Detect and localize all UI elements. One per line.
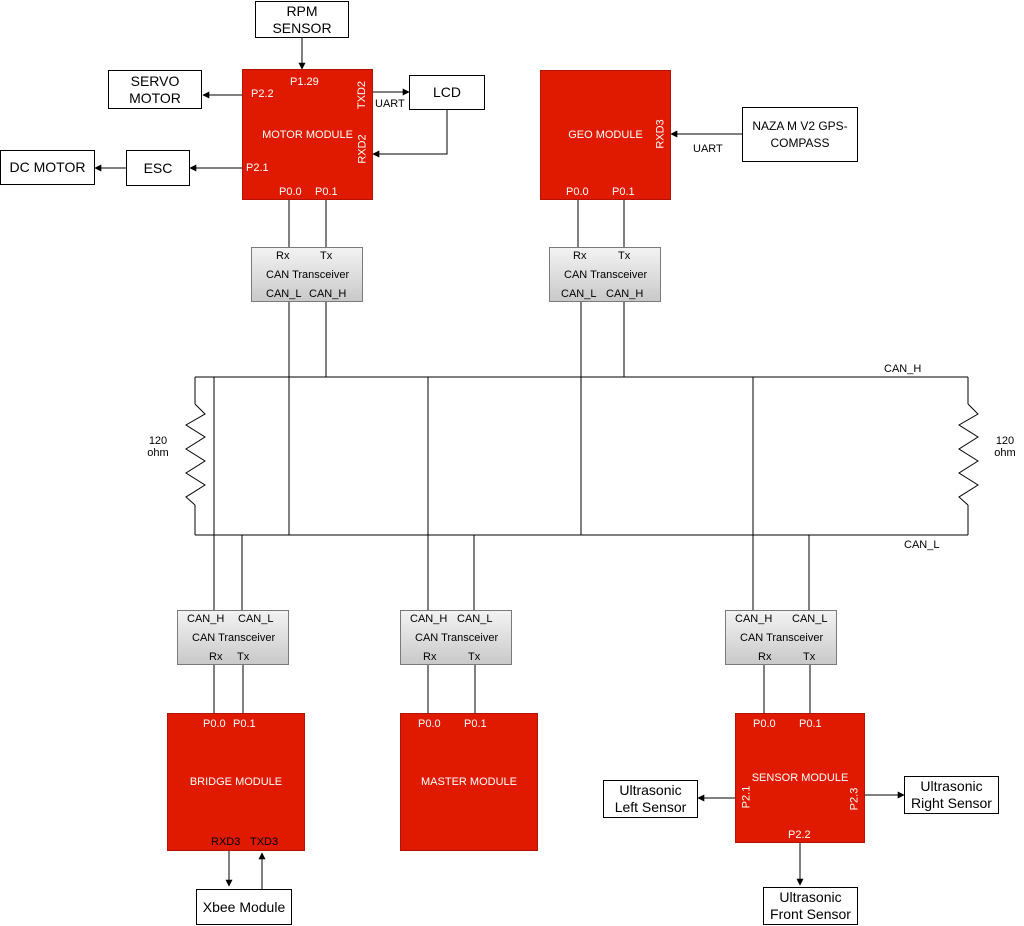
bridge-module: P0.0 P0.1 BRIDGE MODULE RXD3 TXD3 [167, 713, 305, 851]
rpm-sensor-box: RPM SENSOR [255, 1, 349, 38]
uart-label-gps: UART [693, 143, 723, 155]
can-transceiver-master: CAN_H CAN_L CAN Transceiver Rx Tx [400, 610, 512, 665]
sensor-p0-0-pin: P0.0 [753, 718, 776, 730]
xcvr-title: CAN Transceiver [192, 632, 276, 644]
motor-p1-29-pin: P1.29 [290, 76, 319, 88]
sensor-module-title: SENSOR MODULE [751, 772, 849, 784]
master-p0-1-pin: P0.1 [464, 718, 487, 730]
motor-p2-1-pin: P2.1 [246, 162, 269, 174]
xcvr-can-l-label: CAN_L [792, 613, 828, 625]
motor-module-title: MOTOR MODULE [262, 129, 353, 141]
rpm-sensor-label: RPM SENSOR [272, 2, 332, 36]
xcvr-tx-label: Tx [320, 250, 333, 262]
can-transceiver-bridge: CAN_H CAN_L CAN Transceiver Rx Tx [177, 610, 289, 665]
resistor-left-value: 120 [148, 435, 168, 447]
geo-p0-1-pin: P0.1 [612, 186, 635, 198]
resistor-left-unit: ohm [147, 447, 169, 459]
xbee-module-box: Xbee Module [196, 889, 292, 925]
bridge-p0-1-pin: P0.1 [233, 718, 256, 730]
xcvr-title: CAN Transceiver [740, 632, 824, 644]
can-transceiver-motor: Rx Tx CAN Transceiver CAN_L CAN_H [251, 247, 363, 302]
xcvr-rx-label: Rx [276, 250, 290, 262]
geo-module-title: GEO MODULE [568, 129, 643, 141]
ultrasonic-right-label: Ultrasonic Right Sensor [911, 778, 992, 811]
xbee-module-label: Xbee Module [202, 898, 286, 915]
resistor-right-label: 120 ohm [987, 435, 1023, 459]
ultrasonic-left-label: Ultrasonic Left Sensor [614, 782, 687, 815]
geo-rxd3-pin: RXD3 [654, 119, 667, 149]
xcvr-can-h-label: CAN_H [309, 288, 347, 300]
motor-rxd2-pin: RXD2 [356, 134, 369, 164]
gps-compass-label: NAZA M V2 GPS-COMPASS [752, 118, 848, 150]
xcvr-rx-label: Rx [758, 651, 772, 663]
resistor-right-value: 120 [995, 435, 1015, 447]
servo-motor-label: SERVO MOTOR [129, 72, 181, 106]
geo-p0-0-pin: P0.0 [566, 186, 589, 198]
xcvr-tx-label: Tx [618, 250, 631, 262]
servo-motor-box: SERVO MOTOR [108, 70, 202, 109]
xcvr-can-l-label: CAN_L [266, 288, 302, 300]
motor-txd2-pin: TXD2 [356, 80, 369, 110]
xcvr-can-l-label: CAN_L [561, 288, 597, 300]
xcvr-tx-label: Tx [468, 651, 481, 663]
master-module-title: MASTER MODULE [421, 776, 517, 788]
bus-can-l-label: CAN_L [904, 539, 940, 551]
can-transceiver-sensor: CAN_H CAN_L CAN Transceiver Rx Tx [725, 610, 837, 665]
resistor-left [185, 403, 206, 506]
gps-compass-box: NAZA M V2 GPS-COMPASS [742, 107, 858, 162]
xcvr-rx-label: Rx [209, 651, 223, 663]
xcvr-title: CAN Transceiver [266, 269, 350, 281]
master-p0-0-pin: P0.0 [418, 718, 441, 730]
lcd-to-motor-arrow [372, 110, 448, 158]
bridge-rxd3-pin: RXD3 [211, 836, 241, 848]
motor-p0-1-pin: P0.1 [315, 186, 338, 198]
xcvr-tx-label: Tx [803, 651, 816, 663]
lcd-label: LCD [432, 84, 461, 100]
ultrasonic-left-box: Ultrasonic Left Sensor [603, 780, 698, 818]
master-module: P0.0 P0.1 MASTER MODULE [400, 713, 538, 851]
xcvr-can-l-label: CAN_L [238, 613, 274, 625]
motor-p2-2-pin: P2.2 [251, 88, 274, 100]
esc-label: ESC [143, 159, 173, 176]
xcvr-can-h-label: CAN_H [410, 613, 448, 625]
xcvr-can-h-label: CAN_H [606, 288, 644, 300]
motor-module: P1.29 P2.2 TXD2 MOTOR MODULE RXD2 P2.1 P… [242, 69, 373, 200]
xcvr-rx-label: Rx [573, 250, 587, 262]
xcvr-tx-label: Tx [237, 651, 250, 663]
dc-motor-box: DC MOTOR [0, 150, 95, 185]
xcvr-can-h-label: CAN_H [735, 613, 773, 625]
dc-motor-label: DC MOTOR [9, 159, 86, 175]
sensor-p2-2-pin: P2.2 [788, 829, 811, 841]
xcvr-title: CAN Transceiver [564, 269, 648, 281]
esc-box: ESC [126, 150, 190, 186]
resistor-left-label: 120 ohm [140, 435, 176, 459]
can-transceiver-geo: Rx Tx CAN Transceiver CAN_L CAN_H [549, 247, 661, 302]
sensor-module: P0.0 P0.1 SENSOR MODULE P2.1 P2.3 P2.2 [735, 713, 865, 843]
sensor-p0-1-pin: P0.1 [799, 718, 822, 730]
ultrasonic-right-box: Ultrasonic Right Sensor [904, 776, 999, 814]
ultrasonic-front-label: Ultrasonic Front Sensor [770, 889, 851, 922]
bus-can-h-label: CAN_H [884, 363, 922, 375]
bridge-module-title: BRIDGE MODULE [189, 776, 283, 788]
ultrasonic-front-box: Ultrasonic Front Sensor [763, 887, 858, 925]
xcvr-rx-label: Rx [423, 651, 437, 663]
motor-p0-0-pin: P0.0 [279, 186, 302, 198]
sensor-p2-1-pin: P2.1 [740, 785, 753, 809]
xcvr-can-h-label: CAN_H [187, 613, 225, 625]
xcvr-title: CAN Transceiver [415, 632, 499, 644]
bridge-p0-0-pin: P0.0 [203, 718, 226, 730]
xcvr-can-l-label: CAN_L [457, 613, 493, 625]
resistor-right [958, 403, 979, 506]
bridge-txd3-pin: TXD3 [250, 836, 279, 848]
sensor-p2-3-pin: P2.3 [848, 787, 861, 811]
uart-label-lcd: UART [375, 98, 405, 110]
lcd-box: LCD [409, 75, 485, 110]
geo-module: GEO MODULE RXD3 P0.0 P0.1 [540, 70, 671, 200]
resistor-right-unit: ohm [994, 447, 1016, 459]
